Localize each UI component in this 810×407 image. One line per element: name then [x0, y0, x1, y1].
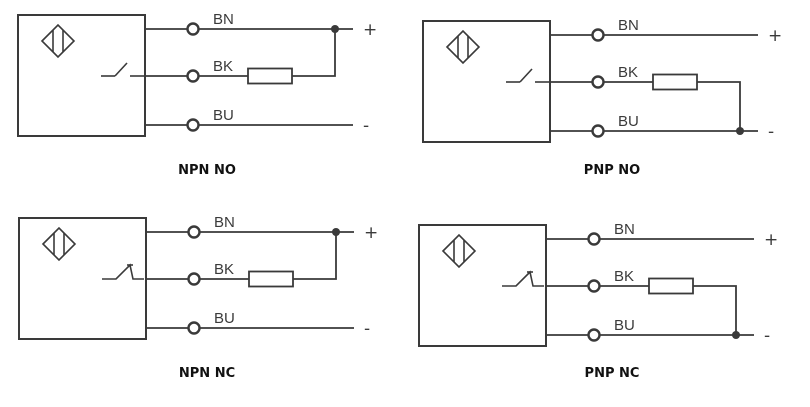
normally-open-contact-icon [101, 62, 145, 77]
terminal-icon [187, 321, 201, 335]
wire-bn: BN + [146, 214, 378, 243]
wire-bu: BU - [146, 310, 370, 339]
wire-bu: BU - [550, 113, 774, 142]
wire-bk: BK [546, 268, 737, 335]
terminal-icon [587, 328, 601, 342]
diamond-shape [445, 29, 481, 65]
sensor-box [418, 224, 547, 347]
sensor-box [17, 14, 146, 137]
wire-label-bu: BU [213, 107, 234, 124]
junction-dot [332, 228, 340, 236]
contact-blade [102, 263, 144, 280]
caption-npn-nc: NPN NC [178, 366, 236, 381]
contact-blade [519, 68, 533, 83]
wire-label-bk: BK [614, 268, 634, 285]
diagram-npn-no: BN + BK BU - [17, 11, 377, 137]
load-return-wire [693, 285, 737, 335]
normally-closed-contact-icon [502, 270, 544, 287]
load-return-wire [697, 81, 741, 131]
terminal-icon [187, 272, 201, 286]
diagram-pnp-no: BN + BK BU - [422, 17, 782, 143]
wire-bu: BU - [546, 317, 770, 346]
positive-terminal-sign: + [364, 223, 378, 243]
load-return-wire [293, 232, 337, 280]
caption-pnp-nc: PNP NC [584, 366, 640, 381]
junction-dot [732, 331, 740, 339]
wire-label-bu: BU [614, 317, 635, 334]
diagram-npn-nc: BN + BK BU - [18, 214, 378, 340]
terminal-icon [591, 75, 605, 89]
normally-closed-contact-icon [102, 263, 144, 280]
contact-blade [502, 270, 544, 287]
wire-bn: BN + [550, 17, 782, 46]
terminal-icon [186, 118, 200, 132]
terminal-icon [591, 124, 605, 138]
diamond-shape [40, 23, 76, 59]
normally-open-contact-icon [506, 68, 550, 83]
terminal-icon [587, 279, 601, 293]
wire-label-bk: BK [213, 58, 233, 75]
wire-label-bn: BN [213, 11, 234, 28]
wire-label-bu: BU [618, 113, 639, 130]
load-resistor-icon [652, 73, 698, 91]
terminal-icon [587, 232, 601, 246]
load-resistor-icon [648, 277, 694, 295]
positive-terminal-sign: + [764, 230, 778, 250]
caption-pnp-no: PNP NO [583, 163, 641, 178]
negative-terminal-sign: - [768, 122, 774, 142]
wire-bn: BN + [145, 11, 377, 40]
diagram-pnp-nc: BN + BK BU - [418, 221, 778, 347]
terminal-icon [591, 28, 605, 42]
diamond-shape [441, 233, 477, 269]
sensor-symbol-icon [40, 23, 76, 59]
contact-blade [114, 62, 128, 77]
wire-label-bn: BN [618, 17, 639, 34]
wire-label-bk: BK [618, 64, 638, 81]
junction-dot [736, 127, 744, 135]
wire-bu: BU - [145, 107, 369, 136]
junction-dot [331, 25, 339, 33]
sensor-box [18, 217, 147, 340]
load-resistor-icon [247, 67, 293, 85]
wire-bk: BK [146, 232, 337, 288]
terminal-icon [186, 22, 200, 36]
caption-npn-no: NPN NO [178, 163, 236, 178]
positive-terminal-sign: + [363, 20, 377, 40]
sensor-symbol-icon [441, 233, 477, 269]
wire-label-bu: BU [214, 310, 235, 327]
positive-terminal-sign: + [768, 26, 782, 46]
wire-label-bk: BK [214, 261, 234, 278]
wire-label-bn: BN [214, 214, 235, 231]
sensor-symbol-icon [41, 226, 77, 262]
sensor-symbol-icon [445, 29, 481, 65]
wire-bk: BK [145, 29, 336, 85]
wire-label-bn: BN [614, 221, 635, 238]
load-resistor-icon [248, 270, 294, 288]
terminal-icon [186, 69, 200, 83]
sensor-box [422, 20, 551, 143]
negative-terminal-sign: - [363, 116, 369, 136]
terminal-icon [187, 225, 201, 239]
wire-bn: BN + [546, 221, 778, 250]
diamond-shape [41, 226, 77, 262]
negative-terminal-sign: - [364, 319, 370, 339]
negative-terminal-sign: - [764, 326, 770, 346]
load-return-wire [292, 29, 336, 77]
wire-bk: BK [550, 64, 741, 131]
